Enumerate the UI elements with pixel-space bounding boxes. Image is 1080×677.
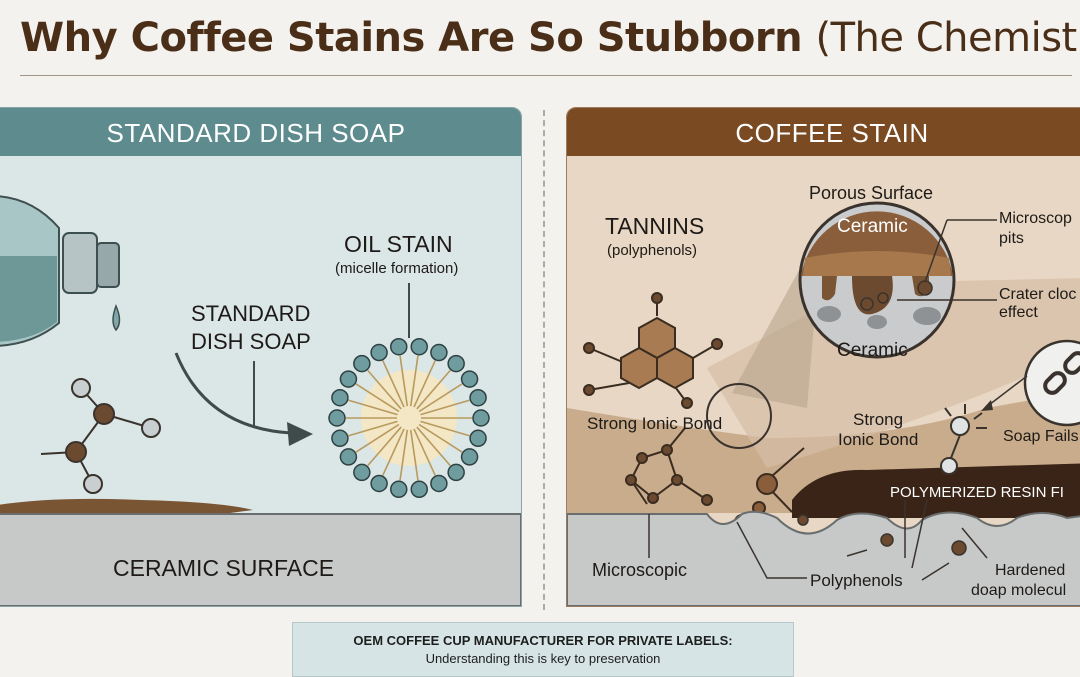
- tannin-molecule-icon: [583, 292, 723, 409]
- oil-stain-label: OIL STAIN: [344, 231, 453, 257]
- resin-label: POLYMERIZED RESIN FI: [890, 484, 1064, 501]
- ionic-bond-center-line1: Strong: [853, 410, 904, 429]
- micelle-label: (micelle formation): [335, 260, 459, 277]
- panel-divider: [543, 110, 545, 610]
- page-title: Why Coffee Stains Are So Stubborn (The C…: [20, 14, 1080, 62]
- pits-label-line1: Microscop: [999, 210, 1072, 227]
- title-block: Why Coffee Stains Are So Stubborn (The C…: [20, 14, 1080, 62]
- soap-label-line2: DISH SOAP: [191, 329, 311, 354]
- footer-banner: OEM COFFEE CUP MANUFACTURER FOR PRIVATE …: [292, 622, 794, 677]
- spark-icon: [940, 404, 987, 475]
- polyphenols-sub-label: (polyphenols): [607, 242, 698, 259]
- soap-fails-label: Soap Fails: [1003, 428, 1079, 445]
- ceramic-top-label: Ceramic: [837, 216, 908, 237]
- hardened-label-line2: doap molecul: [971, 582, 1067, 599]
- ionic-bond-center-line2: Ionic Bond: [838, 430, 919, 449]
- footer-line1: OEM COFFEE CUP MANUFACTURER FOR PRIVATE …: [353, 633, 733, 648]
- standard-soap-panel: STANDARD DISH SOAP OIL STAIN (micelle fo…: [0, 107, 522, 607]
- ceramic-bottom-label: Ceramic: [837, 340, 908, 361]
- title-sub: (The Chemistry): [815, 15, 1080, 61]
- soap-bottle-icon: [0, 195, 121, 347]
- ceramic-surface-label: CERAMIC SURFACE: [113, 555, 335, 581]
- soap-label-line1: STANDARD: [191, 301, 311, 326]
- porous-surface-label: Porous Surface: [809, 183, 934, 203]
- soap-illustration: [0, 195, 521, 606]
- ionic-bond-left-label: Strong Ionic Bond: [587, 414, 723, 433]
- left-panel-header: STANDARD DISH SOAP: [0, 108, 521, 156]
- coffee-stain-panel: COFFEE STAIN Porous Surface Ceramic Cera…: [566, 107, 1080, 607]
- right-panel-header: COFFEE STAIN: [567, 108, 1080, 156]
- micelle-icon: [328, 337, 490, 499]
- molecule-icon: [40, 378, 161, 494]
- coffee-illustration: [567, 201, 1080, 606]
- tannins-label: TANNINS: [605, 213, 705, 239]
- hardened-label-line1: Hardened: [995, 562, 1066, 579]
- pits-label-line2: pits: [999, 230, 1024, 247]
- title-rule: [20, 75, 1072, 76]
- title-main: Why Coffee Stains Are So Stubborn: [20, 15, 803, 61]
- footer-line2: Understanding this is key to preservatio…: [425, 651, 661, 666]
- crater-label-line2: effect: [999, 304, 1038, 321]
- polyphenols-label: Polyphenols: [810, 571, 903, 590]
- microscopic-label: Microscopic: [592, 560, 688, 580]
- crater-label-line1: Crater cloc: [999, 286, 1077, 303]
- magnified-porous-surface: [798, 201, 997, 359]
